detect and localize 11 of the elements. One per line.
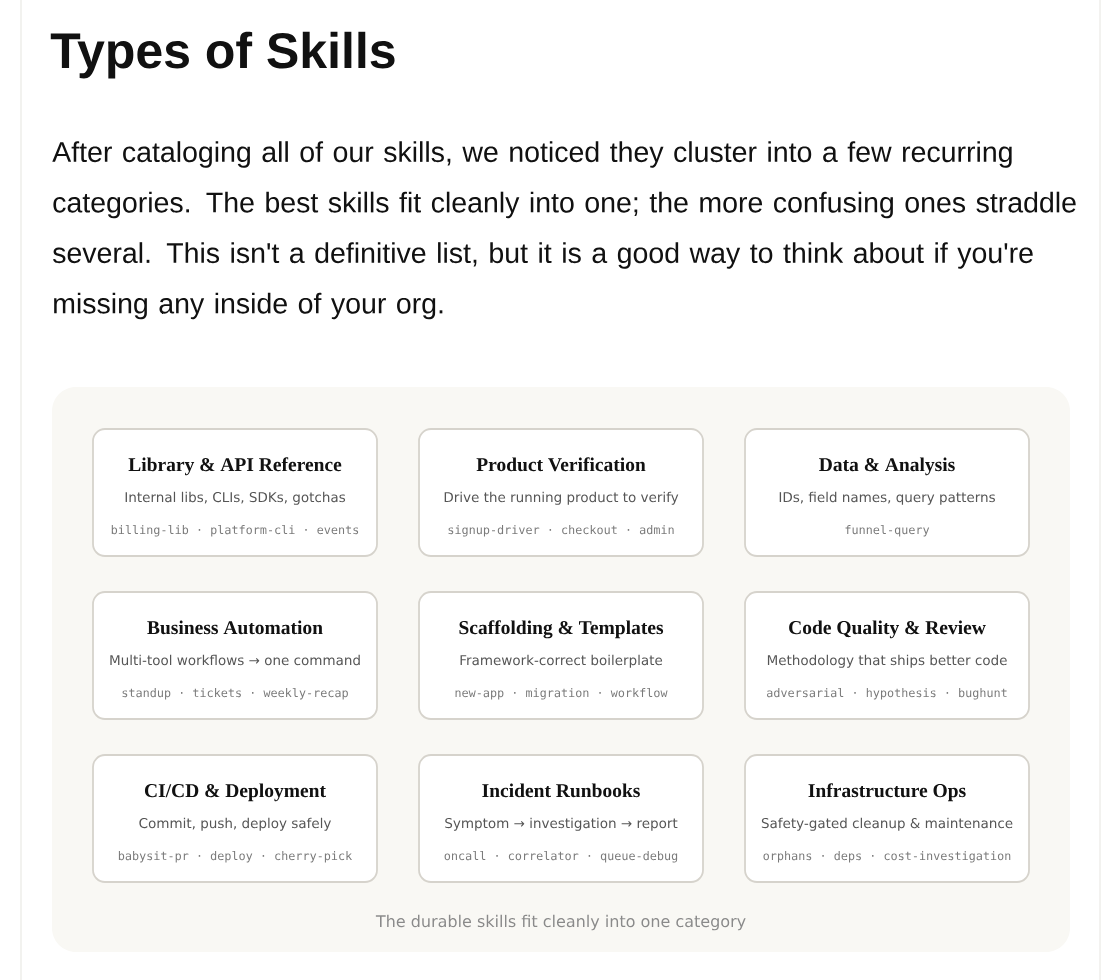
- skill-card: Product Verification Drive the running product to verify signup-driver · checkout · admin: [418, 428, 704, 557]
- skill-card: Library & API Reference Internal libs, CLIs, SDKs, gotchas billing-lib · platform-cli · events: [92, 428, 378, 557]
- skill-card: Incident Runbooks Symptom → investigation → report oncall · correlator · queue-debug: [418, 754, 704, 883]
- paragraph: After cataloging all of our skills, we noticed they cluster into a few recurring categories. The best skills fit cleanly into one; the more confusing ones straddle several. This isn't a definitive list, but it is a good way to think about if you're missing any inside of your org.: [52, 141, 1076, 320]
- skill-card: Infrastructure Ops Safety-gated cleanup & maintenance orphans · deps · cost-investigation: [744, 754, 1030, 883]
- heading: Types of Skills: [50, 31, 395, 79]
- skill-card: CI/CD & Deployment Commit, push, deploy safely babysit-pr · deploy · cherry-pick: [92, 754, 378, 883]
- skill-card: Business Automation Multi-tool workflows → one command standup · tickets · weekly-recap: [92, 591, 378, 720]
- skill-card: Data & Analysis IDs, field names, query patterns funnel-query: [744, 428, 1030, 557]
- skill-card: Code Quality & Review Methodology that ships better code adversarial · hypothesis · bughunt: [744, 591, 1030, 720]
- skill-card: Scaffolding & Templates Framework-correct boilerplate new-app · migration · workflow: [418, 591, 704, 720]
